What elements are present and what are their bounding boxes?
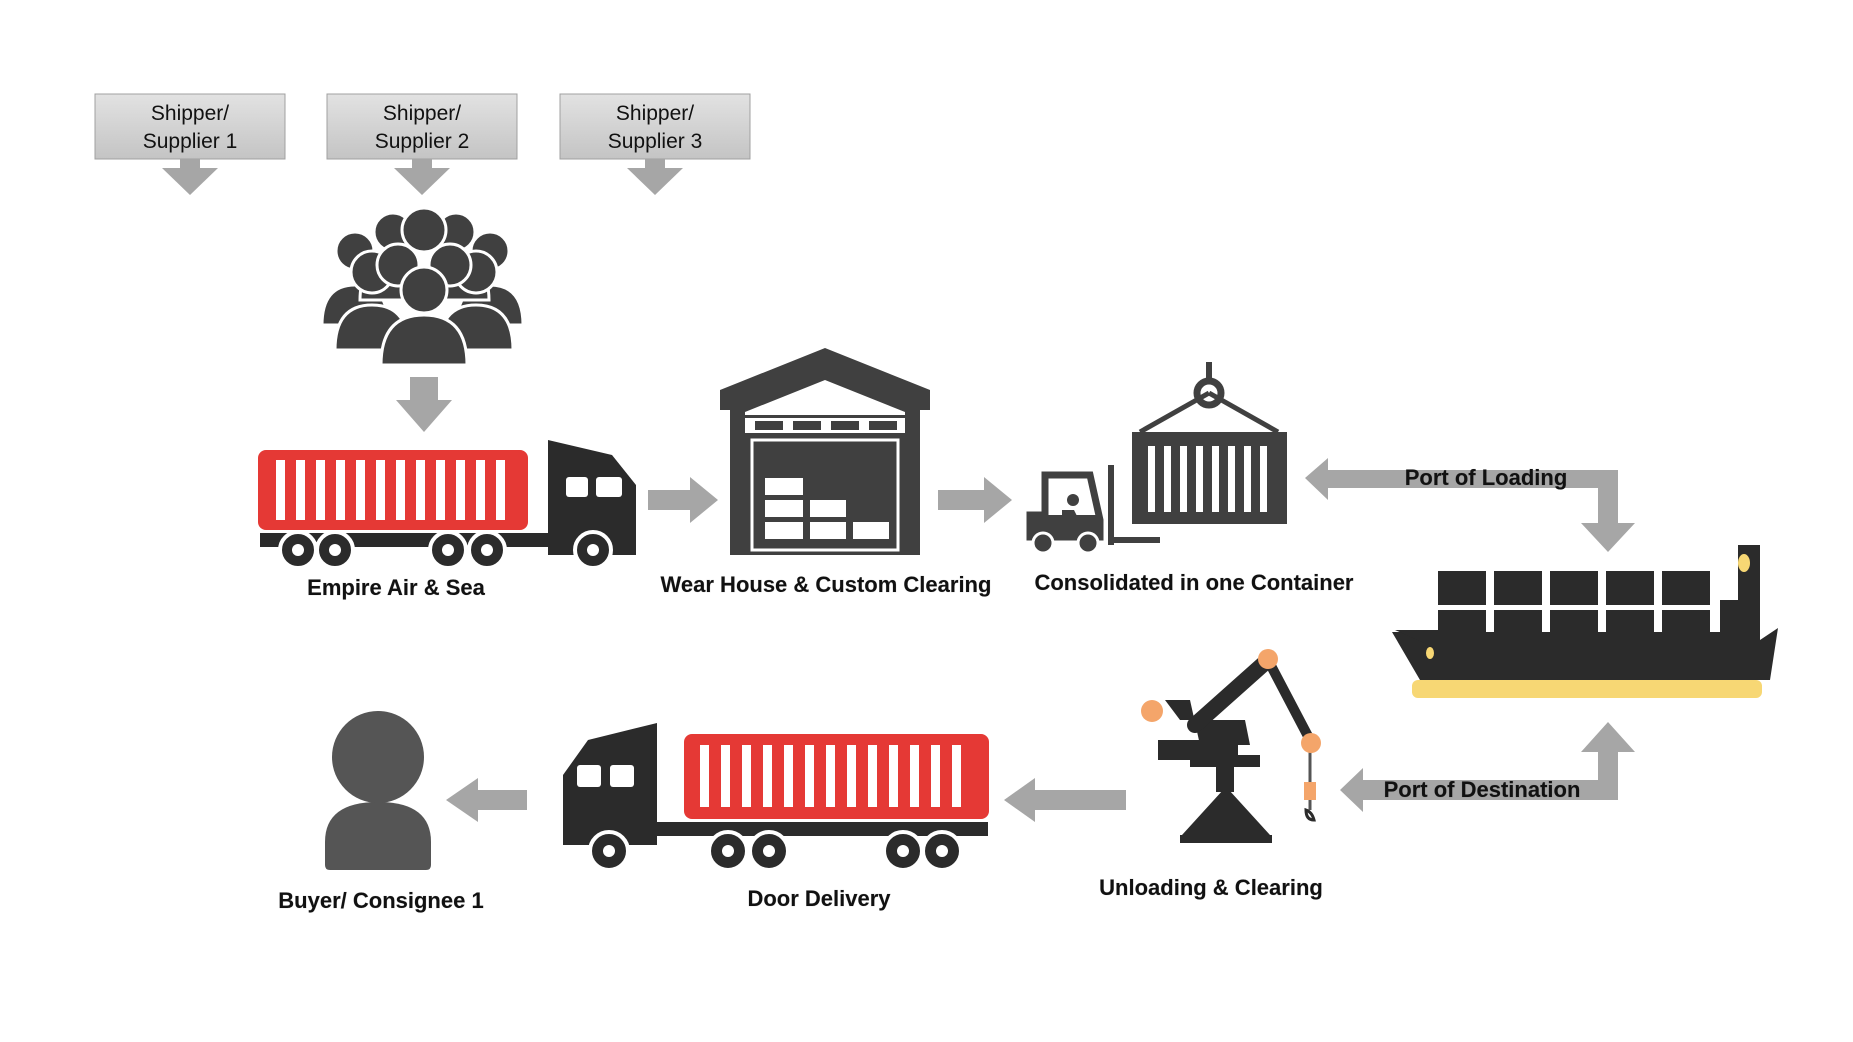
down-arrow-to-truck (396, 377, 452, 432)
warehouse-icon (720, 348, 930, 555)
ship-icon (1392, 545, 1778, 698)
shipper-2-line2: Supplier 2 (375, 130, 470, 153)
shipper-box-2: Shipper/ Supplier 2 (326, 93, 518, 160)
label-door-delivery: Door Delivery (747, 886, 891, 911)
label-unloading: Unloading & Clearing (1099, 875, 1323, 900)
down-arrow-shipper-3 (627, 159, 683, 195)
shipper-box-1: Shipper/ Supplier 1 (94, 93, 286, 160)
label-buyer: Buyer/ Consignee 1 (278, 888, 483, 913)
label-port-of-loading: Port of Loading (1405, 465, 1568, 490)
container-icon (1132, 362, 1287, 524)
left-arrow-to-buyer (446, 778, 527, 822)
shipper-1-line2: Supplier 1 (143, 130, 238, 153)
forklift-icon (1026, 465, 1160, 555)
left-arrow-to-door-delivery (1004, 778, 1126, 822)
crane-icon (1141, 649, 1321, 843)
shipper-2-line1: Shipper/ (383, 102, 461, 125)
down-arrow-shipper-2 (394, 159, 450, 195)
label-warehouse: Wear House & Custom Clearing (661, 572, 992, 597)
right-arrow-to-warehouse (648, 477, 718, 523)
shipper-box-3: Shipper/ Supplier 3 (559, 93, 751, 160)
right-arrow-to-forklift (938, 477, 1012, 523)
port-of-destination-arrow (1340, 722, 1635, 812)
truck-icon (258, 440, 636, 570)
shipper-3-line2: Supplier 3 (608, 130, 703, 153)
truck-icon (563, 723, 989, 872)
label-port-of-destination: Port of Destination (1384, 777, 1581, 802)
people-group-icon (320, 206, 525, 367)
label-empire: Empire Air & Sea (307, 575, 485, 600)
label-consolidated: Consolidated in one Container (1034, 570, 1353, 595)
shipper-1-line1: Shipper/ (151, 102, 229, 125)
person-icon (325, 711, 431, 870)
port-of-loading-arrow (1305, 458, 1635, 552)
down-arrow-shipper-1 (162, 159, 218, 195)
shipper-3-line1: Shipper/ (616, 102, 694, 125)
